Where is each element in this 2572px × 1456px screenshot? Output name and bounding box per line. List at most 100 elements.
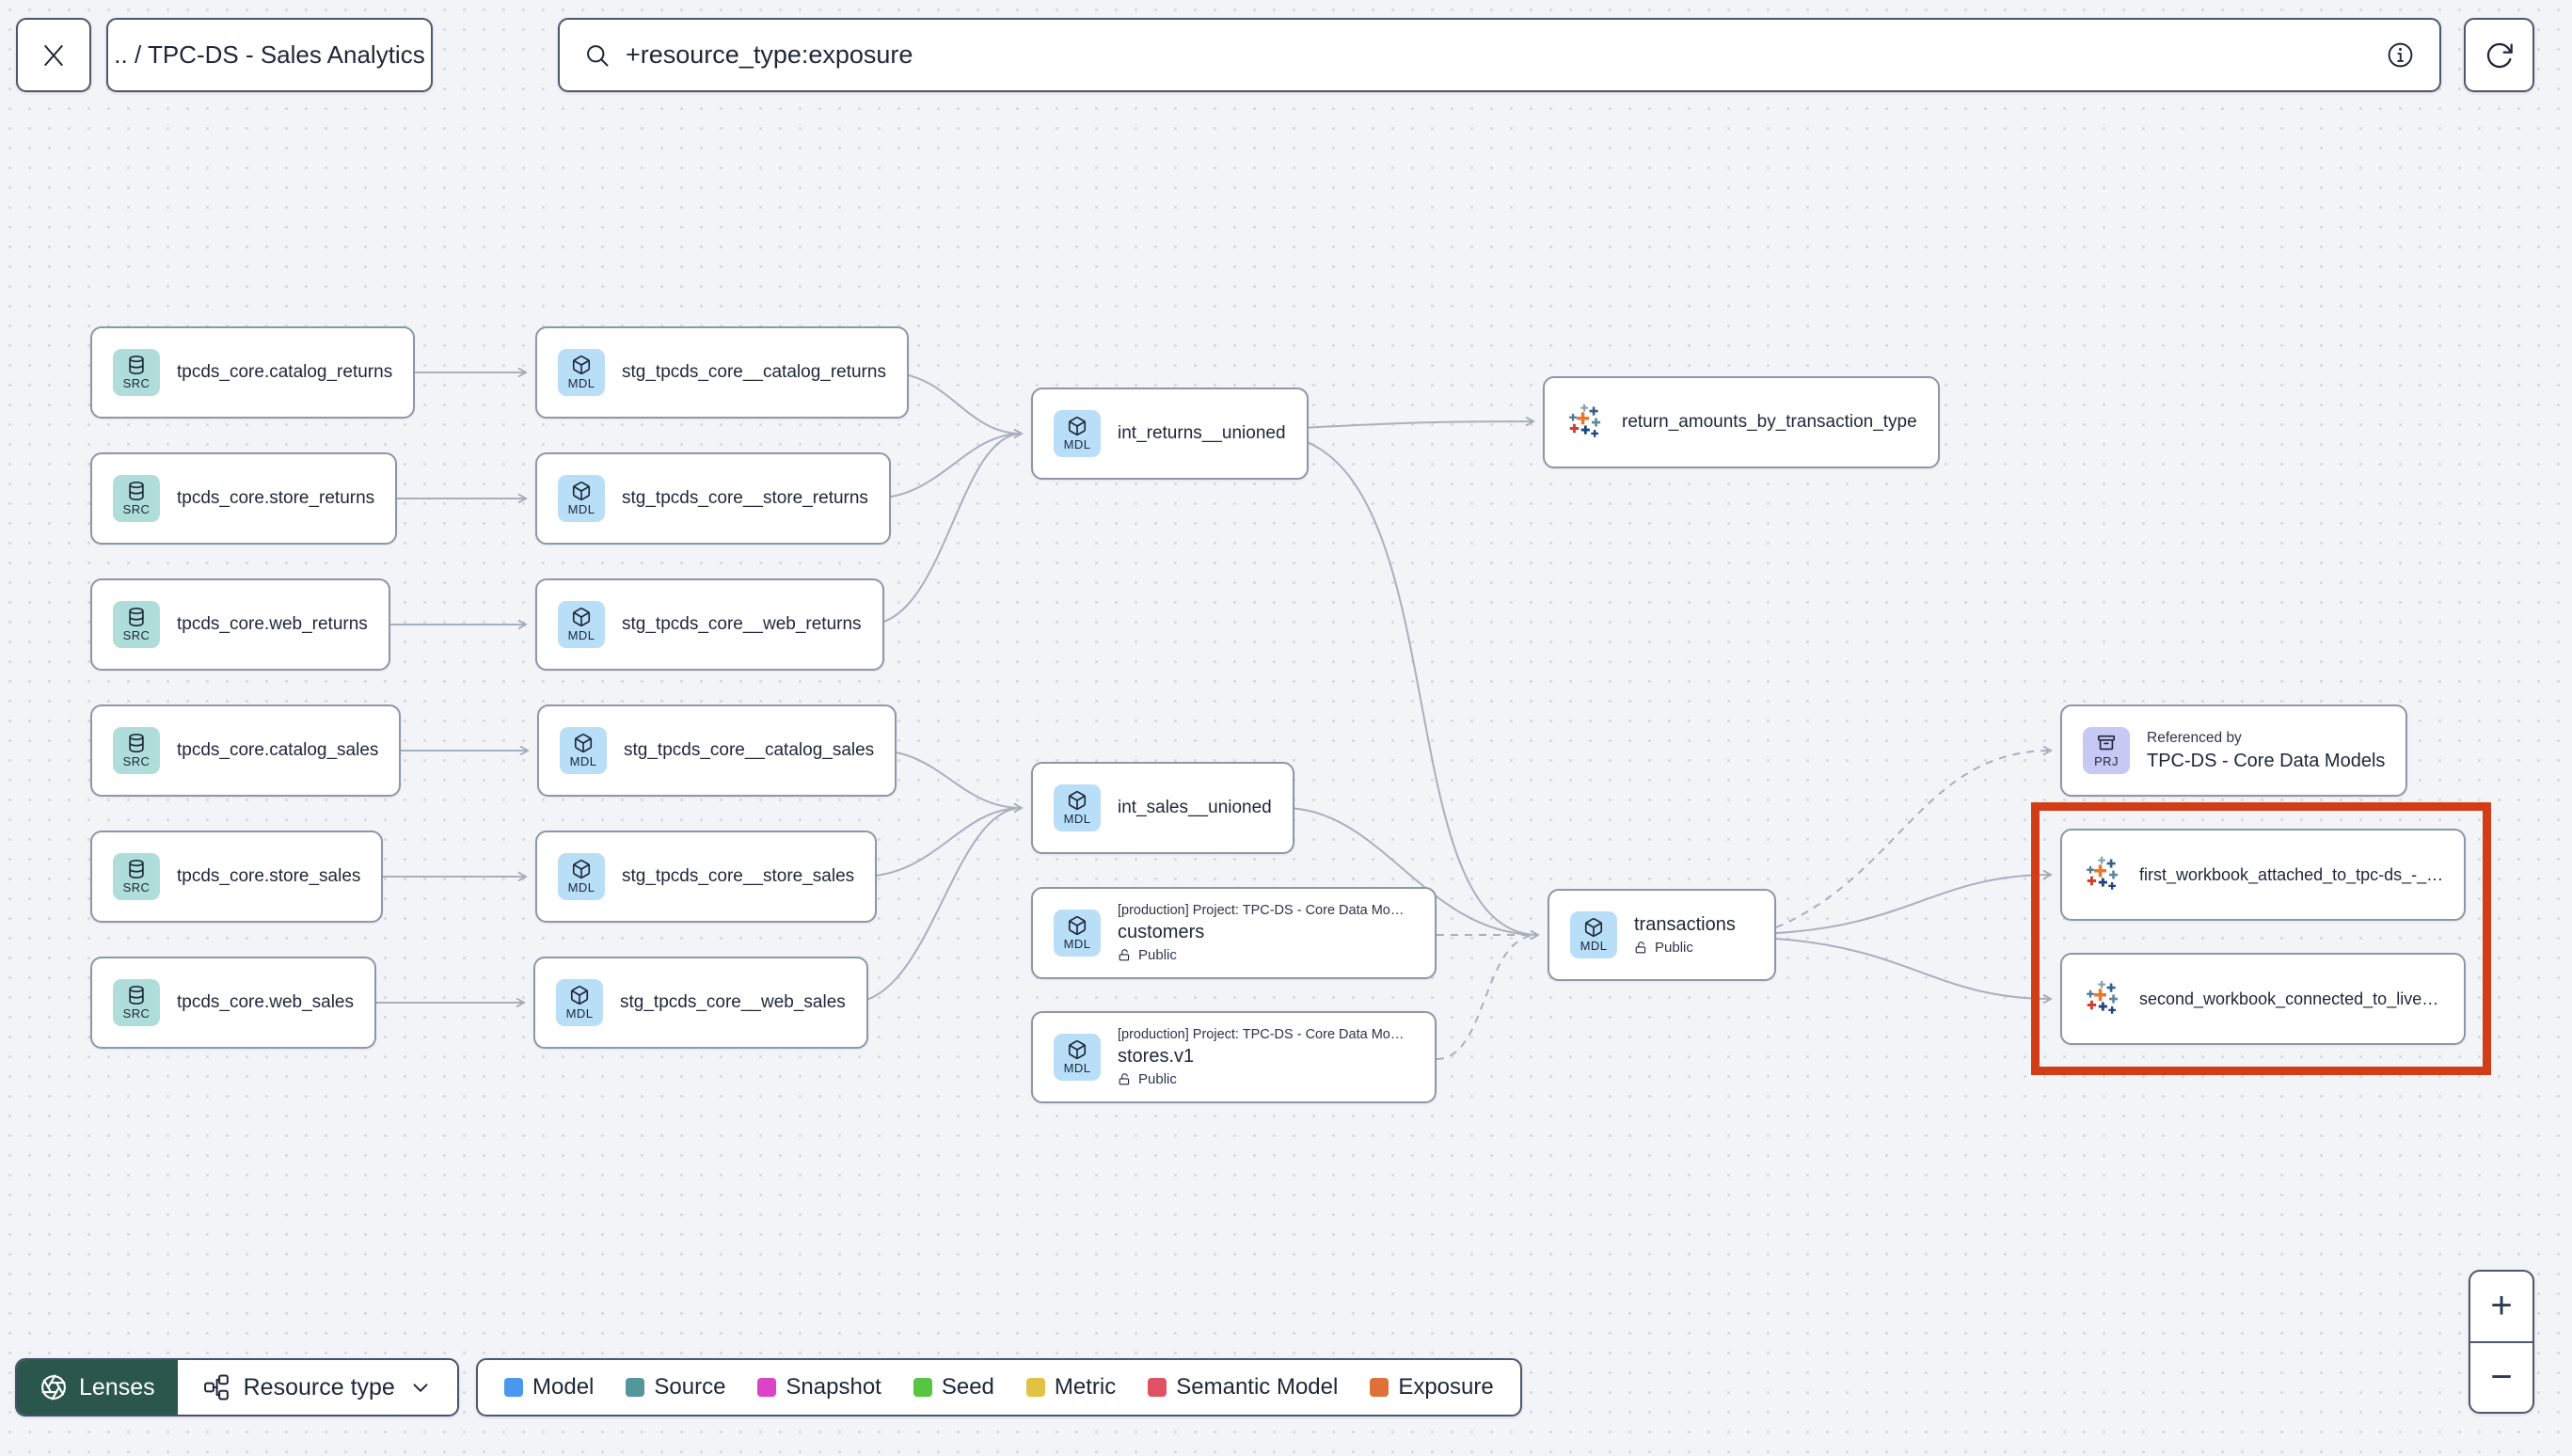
node-label: stg_tpcds_core__catalog_sales (624, 740, 875, 760)
lenses-pill: Lenses Resource type (15, 1358, 459, 1416)
node-label: transactions (1634, 914, 1736, 935)
node-customers[interactable]: MDL [production] Project: TPC-DS - Core … (1031, 887, 1437, 979)
node-src-web-sales[interactable]: SRC tpcds_core.web_sales (90, 957, 376, 1049)
unlock-icon (1634, 941, 1648, 955)
zoom-in-button[interactable]: + (2470, 1272, 2532, 1343)
node-exposure-second-workbook[interactable]: second_workbook_connected_to_live… (2060, 953, 2466, 1045)
search-input[interactable] (626, 40, 2371, 70)
resource-type-dropdown[interactable]: Resource type (177, 1360, 457, 1415)
node-stores-v1[interactable]: MDL [production] Project: TPC-DS - Core … (1031, 1011, 1437, 1103)
node-exposure-return-amounts[interactable]: return_amounts_by_transaction_type (1543, 376, 1940, 468)
node-label: int_sales__unioned (1118, 798, 1272, 817)
legend-item-metric: Metric (1025, 1374, 1116, 1401)
x-icon (44, 44, 63, 66)
node-int-sales-unioned[interactable]: MDL int_sales__unioned (1031, 762, 1294, 854)
node-project-context: [production] Project: TPC-DS - Core Data… (1118, 1027, 1405, 1042)
node-stg-catalog-returns[interactable]: MDL stg_tpcds_core__catalog_returns (535, 326, 909, 419)
legend-swatch (626, 1378, 645, 1397)
model-badge: MDL (1054, 410, 1101, 457)
node-title: Referenced by (2147, 729, 2242, 746)
cube-icon (1067, 790, 1088, 811)
legend-swatch (913, 1378, 932, 1397)
resource-type-label: Resource type (243, 1373, 395, 1401)
legend-item-source: Source (626, 1374, 725, 1401)
node-referenced-by-project[interactable]: PRJ Referenced by TPC-DS - Core Data Mod… (2060, 704, 2408, 797)
node-src-store-returns[interactable]: SRC tpcds_core.store_returns (90, 452, 398, 545)
node-src-catalog-returns[interactable]: SRC tpcds_core.catalog_returns (90, 326, 416, 419)
tableau-icon (2083, 979, 2122, 1019)
node-label: stores.v1 (1118, 1046, 1195, 1067)
database-icon (126, 481, 147, 501)
node-stg-store-returns[interactable]: MDL stg_tpcds_core__store_returns (535, 452, 891, 545)
node-src-catalog-sales[interactable]: SRC tpcds_core.catalog_sales (90, 704, 402, 797)
node-label: tpcds_core.catalog_returns (177, 362, 393, 382)
source-badge: SRC (113, 853, 160, 900)
database-icon (126, 985, 147, 1005)
node-transactions[interactable]: MDL transactions Public (1548, 889, 1776, 981)
node-stg-web-sales[interactable]: MDL stg_tpcds_core__web_sales (533, 957, 868, 1049)
model-badge: MDL (558, 853, 605, 900)
cube-icon (573, 733, 594, 753)
cube-icon (571, 859, 592, 879)
resource-type-legend: Model Source Snapshot Seed Metric Semant… (476, 1358, 1522, 1416)
database-icon (126, 733, 147, 753)
node-label: stg_tpcds_core__catalog_returns (622, 362, 886, 382)
unlock-icon (1118, 1072, 1132, 1086)
node-label: stg_tpcds_core__web_sales (620, 992, 846, 1012)
legend-item-seed: Seed (913, 1374, 994, 1401)
legend-item-snapshot: Snapshot (757, 1374, 881, 1401)
node-stg-store-sales[interactable]: MDL stg_tpcds_core__store_sales (535, 831, 878, 923)
model-badge: MDL (558, 601, 605, 648)
node-src-web-returns[interactable]: SRC tpcds_core.web_returns (90, 578, 390, 671)
database-icon (126, 607, 147, 627)
node-label: stg_tpcds_core__store_returns (622, 488, 868, 508)
model-badge: MDL (1054, 910, 1101, 957)
hierarchy-icon (202, 1373, 230, 1401)
node-label: tpcds_core.store_returns (177, 488, 375, 508)
node-label: return_amounts_by_transaction_type (1622, 412, 1917, 432)
node-label: customers (1118, 922, 1205, 942)
model-badge: MDL (560, 727, 607, 774)
node-src-store-sales[interactable]: SRC tpcds_core.store_sales (90, 831, 384, 923)
refresh-button[interactable] (2464, 18, 2534, 92)
node-stg-catalog-sales[interactable]: MDL stg_tpcds_core__catalog_sales (537, 704, 897, 797)
node-access: Public (1118, 1071, 1404, 1087)
legend-item-exposure: Exposure (1370, 1374, 1494, 1401)
cube-icon (1067, 416, 1088, 436)
refresh-icon (2486, 42, 2513, 68)
cube-icon (1067, 915, 1088, 936)
source-badge: SRC (113, 601, 160, 648)
search-icon (587, 44, 609, 66)
close-button[interactable] (16, 18, 91, 92)
node-label: first_workbook_attached_to_tpc-ds_-_… (2139, 864, 2444, 884)
model-badge: MDL (558, 475, 605, 522)
source-badge: SRC (113, 349, 160, 396)
node-exposure-first-workbook[interactable]: first_workbook_attached_to_tpc-ds_-_… (2060, 829, 2467, 921)
lenses-label: Lenses (79, 1373, 155, 1401)
legend-swatch (1370, 1378, 1389, 1397)
node-label: stg_tpcds_core__web_returns (622, 614, 862, 634)
lenses-button[interactable]: Lenses (17, 1360, 178, 1415)
node-stg-web-returns[interactable]: MDL stg_tpcds_core__web_returns (535, 578, 884, 671)
tableau-icon (1565, 403, 1605, 442)
node-access: Public (1634, 940, 1736, 956)
breadcrumb-label: .. / TPC-DS - Sales Analytics (114, 40, 425, 69)
legend-item-semantic-model: Semantic Model (1148, 1374, 1338, 1401)
model-badge: MDL (1054, 1034, 1101, 1081)
breadcrumb[interactable]: .. / TPC-DS - Sales Analytics (106, 18, 433, 92)
search-bar[interactable] (558, 18, 2441, 92)
zoom-out-button[interactable]: − (2490, 1355, 2513, 1398)
legend-swatch (504, 1378, 523, 1397)
database-icon (126, 859, 147, 879)
node-access: Public (1118, 947, 1404, 963)
info-icon[interactable] (2386, 40, 2415, 70)
node-label: tpcds_core.web_returns (177, 614, 368, 634)
source-badge: SRC (113, 727, 160, 774)
legend-swatch (1148, 1378, 1167, 1397)
legend-swatch (1025, 1378, 1045, 1397)
cube-icon (571, 607, 592, 627)
node-label: tpcds_core.catalog_sales (177, 740, 379, 760)
node-int-returns-unioned[interactable]: MDL int_returns__unioned (1031, 388, 1309, 480)
tableau-icon (2083, 855, 2122, 894)
